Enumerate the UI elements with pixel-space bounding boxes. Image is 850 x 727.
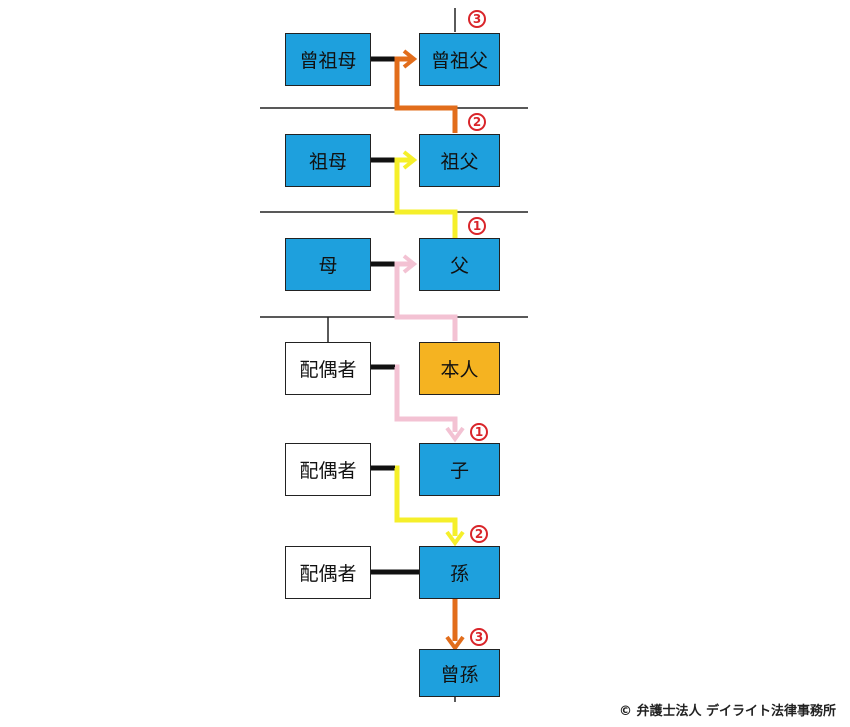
pink-arrowhead bbox=[402, 254, 418, 274]
node-child: 子 bbox=[419, 443, 500, 496]
pink-arrowhead bbox=[445, 426, 465, 443]
orange-arrow-to-great-grandfather bbox=[394, 56, 458, 133]
node-spouse-of-child: 配偶者 bbox=[285, 443, 371, 496]
node-father: 父 bbox=[419, 238, 500, 291]
yellow-arrowhead bbox=[445, 530, 465, 547]
copyright-notice: © 弁護士法人 デイライト法律事務所 bbox=[618, 704, 836, 719]
pink-arrow-to-father bbox=[394, 261, 458, 341]
orange-arrowhead bbox=[445, 635, 465, 652]
yellow-arrowhead bbox=[402, 150, 418, 170]
degree-badge-descendant-1: 1 bbox=[470, 423, 488, 441]
node-self: 本人 bbox=[419, 342, 500, 395]
degree-badge-ancestor-1: 1 bbox=[468, 217, 486, 235]
node-great-grandmother: 曾祖母 bbox=[285, 33, 371, 86]
node-spouse-of-grandchild: 配偶者 bbox=[285, 546, 371, 599]
node-great-grandchild: 曾孫 bbox=[419, 649, 500, 697]
degree-badge-descendant-3: 3 bbox=[470, 628, 488, 646]
orange-arrowhead bbox=[402, 49, 418, 69]
yellow-arrow-to-grandfather bbox=[394, 157, 458, 238]
degree-badge-ancestor-3: 3 bbox=[468, 10, 486, 28]
pink-arrow-to-child bbox=[394, 364, 458, 432]
degree-badge-ancestor-2: 2 bbox=[468, 113, 486, 131]
node-mother: 母 bbox=[285, 238, 371, 291]
yellow-arrow-to-grandchild bbox=[394, 465, 458, 536]
node-grandmother: 祖母 bbox=[285, 134, 371, 187]
node-grandchild: 孫 bbox=[419, 546, 500, 599]
node-grandfather: 祖父 bbox=[419, 134, 500, 187]
degree-badge-descendant-2: 2 bbox=[470, 525, 488, 543]
node-great-grandfather: 曾祖父 bbox=[419, 33, 500, 86]
node-spouse-of-self: 配偶者 bbox=[285, 342, 371, 395]
